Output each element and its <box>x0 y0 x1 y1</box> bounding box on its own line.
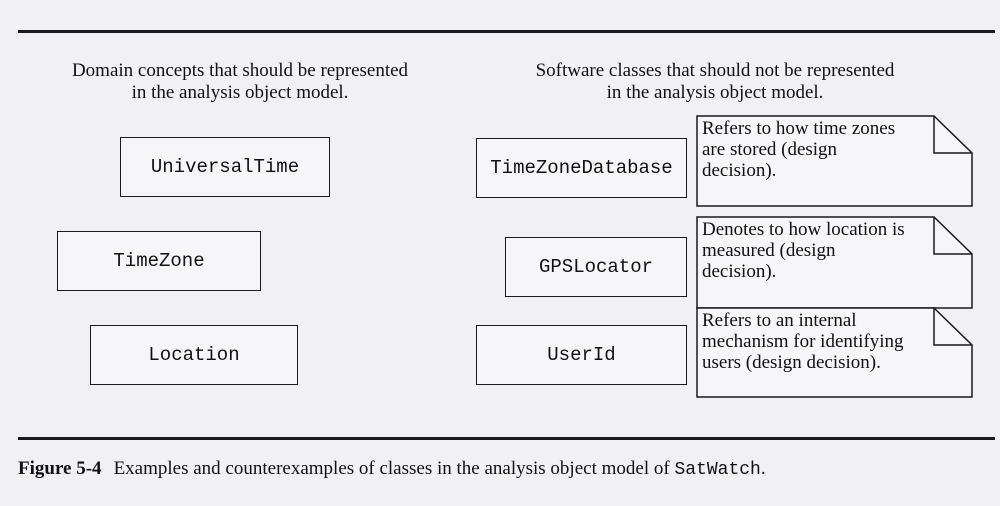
note-timezone-storage: Refers to how time zones are stored (des… <box>696 115 974 207</box>
heading-left-line2: in the analysis object model. <box>131 82 349 103</box>
note-line: users (design decision). <box>702 352 881 373</box>
note-line: are stored (design <box>702 139 838 160</box>
heading-left-line1: Domain concepts that should be represent… <box>71 60 409 81</box>
note-line: mechanism for identifying <box>702 331 904 352</box>
note-shape <box>696 216 973 309</box>
note-shape <box>696 115 973 207</box>
note-line: Denotes to how location is <box>702 219 905 240</box>
figure-text: Examples and counterexamples of classes … <box>113 458 675 479</box>
note-userid-mechanism: Refers to an internal mechanism for iden… <box>696 307 974 398</box>
class-box-gpslocator: GPSLocator <box>505 237 687 297</box>
note-location-measure: Denotes to how location is measured (des… <box>696 216 974 309</box>
class-box-userid: UserId <box>476 325 687 385</box>
figure-number: Figure 5-4 <box>18 458 102 479</box>
class-box-timezone: TimeZone <box>57 231 261 291</box>
heading-right-line1: Software classes that should not be repr… <box>535 60 895 81</box>
note-line: Refers to how time zones <box>702 118 896 139</box>
note-line: measured (design <box>702 240 836 261</box>
domain-concepts-heading: Domain concepts that should be represent… <box>40 60 440 104</box>
top-rule <box>18 30 995 33</box>
figure-caption: Figure 5-4 Examples and counterexamples o… <box>18 458 766 480</box>
note-shape <box>696 307 973 398</box>
software-classes-heading: Software classes that should not be repr… <box>495 60 935 104</box>
class-box-timezonedatabase: TimeZoneDatabase <box>476 138 687 198</box>
note-line: decision). <box>702 160 777 181</box>
heading-right-line2: in the analysis object model. <box>606 82 824 103</box>
figure-system-name: SatWatch <box>674 460 761 480</box>
bottom-rule <box>18 437 995 440</box>
figure-end: . <box>760 458 766 479</box>
note-line: Refers to an internal <box>702 310 857 331</box>
class-box-universaltime: UniversalTime <box>120 137 330 197</box>
note-line: decision). <box>702 261 777 282</box>
class-box-location: Location <box>90 325 298 385</box>
